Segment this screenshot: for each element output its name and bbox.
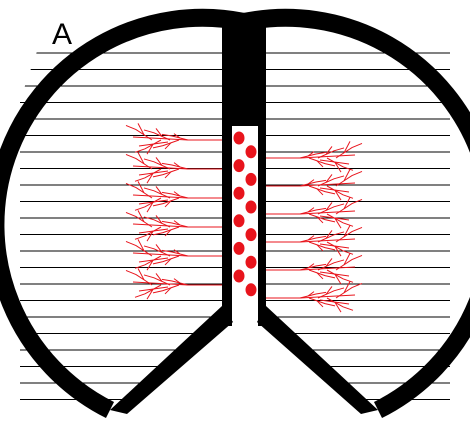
cell-body xyxy=(246,256,257,269)
right-dendrites xyxy=(266,141,362,312)
dendrite xyxy=(327,270,353,282)
cell-body xyxy=(234,242,245,255)
dendrite xyxy=(327,298,353,310)
dendrite xyxy=(135,227,161,239)
cell-body xyxy=(234,187,245,200)
outer-outline-left xyxy=(0,18,244,410)
cell-body xyxy=(234,214,245,227)
cell-body xyxy=(246,228,257,241)
central-column-top xyxy=(222,14,266,126)
left-dendrites xyxy=(126,123,222,299)
dendrite xyxy=(135,169,161,181)
central-channel-left-wall xyxy=(222,122,232,326)
cell-body xyxy=(234,270,245,283)
dendrite xyxy=(135,285,161,297)
dendrite xyxy=(135,198,161,210)
dendrite xyxy=(327,242,353,254)
inner-v-right-edge xyxy=(257,306,378,414)
cell-body xyxy=(246,173,257,186)
dendrite xyxy=(135,140,161,152)
cell-body xyxy=(246,201,257,214)
cell-body xyxy=(246,283,257,296)
cell-body xyxy=(234,159,245,172)
cell-body xyxy=(246,145,257,158)
panel-label: A xyxy=(52,18,72,51)
inner-v-left-edge xyxy=(110,306,233,414)
cell-body xyxy=(234,132,245,145)
dendrite xyxy=(327,214,353,226)
dendrite xyxy=(135,256,161,268)
dendrite xyxy=(327,186,353,198)
central-channel-right-wall xyxy=(258,122,266,326)
